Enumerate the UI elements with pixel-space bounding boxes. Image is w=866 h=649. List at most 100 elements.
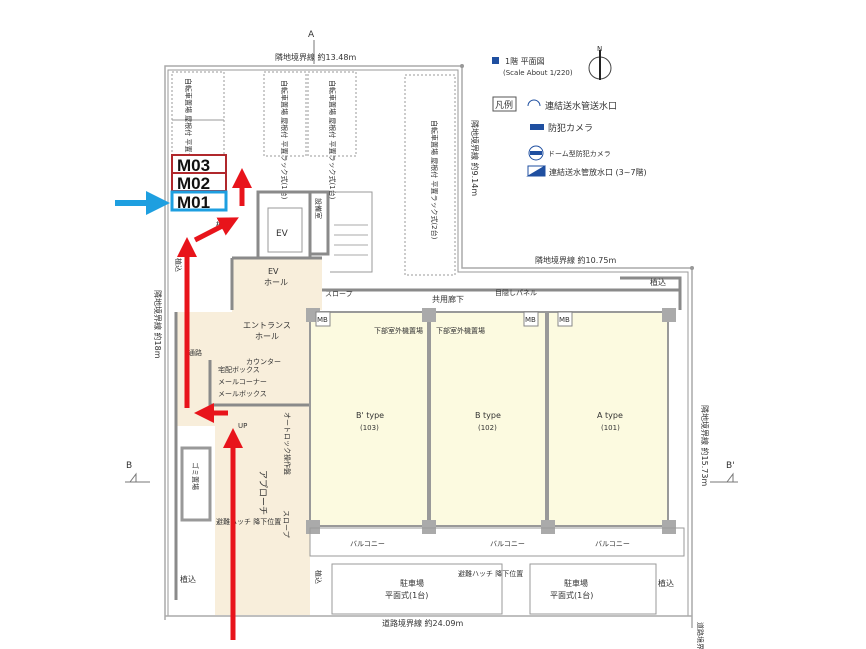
- dome-camera-icon: [528, 145, 544, 161]
- parking-label: 駐車場: [564, 578, 588, 588]
- equipment-room-label: 設備室: [314, 198, 323, 219]
- legend-heading: 凡例: [495, 99, 513, 111]
- marker-m03[interactable]: M03: [171, 154, 227, 175]
- unit-type-label: B type: [475, 411, 501, 420]
- north-arrow-icon: N: [588, 45, 612, 80]
- outdoor-unit-label-1: 下部室外機置場: [374, 326, 423, 335]
- slope-label-1: スロープ: [325, 290, 353, 298]
- passage-label: 通路: [188, 348, 202, 357]
- planting-label-4: 植込: [650, 277, 666, 287]
- entrance-label-1: エントランス: [243, 321, 291, 330]
- counter-label: カウンター: [246, 357, 281, 366]
- marker-m02[interactable]: M02: [171, 172, 227, 193]
- unit-number-label: (103): [360, 424, 379, 432]
- boundary-bottom-right-label: 道路境界: [696, 622, 705, 649]
- legend-item-label: ドーム型防犯カメラ: [548, 149, 611, 158]
- unit-103: B' type (103): [356, 411, 384, 432]
- mail-box-label: メールボックス: [218, 390, 267, 398]
- unit-type-label: A type: [597, 411, 623, 420]
- balconies: バルコニー バルコニー バルコニー 避難ハッチ 降下位置: [309, 527, 685, 578]
- section-b-prime-label: B': [726, 461, 735, 471]
- trash-label: ゴミ置場: [191, 462, 200, 490]
- planting-label-6: 植込: [658, 578, 674, 588]
- section-a-marker: A: [308, 30, 315, 64]
- mail-corner-label: メールコーナー: [218, 378, 267, 386]
- mb-box: MB: [315, 311, 331, 327]
- bike-mid2-label: 自転車置場 屋根付 平置ラック式(1台): [328, 80, 337, 200]
- units: MB MB MB 下部室外機置場 下部室外機置場 B' type (103) B…: [306, 308, 676, 534]
- parking-space-2: 駐車場 平面式(1台): [529, 563, 657, 615]
- bike-mid1-label: 自転車置場 屋根付 平置ラック式(1台): [280, 80, 289, 200]
- entrance-hall: エントランス ホール カウンター 宅配ボックス メールコーナー メールボックス …: [174, 312, 310, 600]
- planting-label-3: 植込: [180, 574, 196, 584]
- bike-left-label: 自転車置場 屋根付 平置ラック式 (○台): [184, 78, 193, 202]
- site-boundary: [164, 64, 694, 628]
- evac-hatch-label-1: 避難ハッチ 降下位置: [216, 517, 281, 526]
- approach-label: アプローチ: [257, 470, 268, 515]
- boundary-top-label: 隣地境界線 約13.48m: [275, 52, 356, 62]
- entrance-label-2: ホール: [255, 332, 279, 341]
- section-b-marker: B: [125, 461, 150, 483]
- corridor-label: 共用廊下: [432, 294, 464, 304]
- bike-parking-mid-1: 自転車置場 屋根付 平置ラック式(1台): [263, 71, 307, 200]
- legend: 1階 平面図 (Scale About 1/220) N 凡例 連結送水管送水口…: [492, 45, 647, 177]
- parking-type-label: 平面式(1台): [550, 590, 593, 600]
- north-label: N: [597, 45, 602, 53]
- marker-m01[interactable]: M01: [170, 190, 228, 212]
- legend-item-label: 連結送水管送水口: [545, 100, 617, 112]
- parking-label: 駐車場: [400, 578, 424, 588]
- section-a-label: A: [308, 30, 315, 40]
- up-label: UP: [238, 422, 247, 430]
- legend-heading-box: [492, 96, 517, 112]
- autolock-label: オートロック操作盤: [283, 412, 292, 475]
- unit-number-label: (102): [478, 424, 497, 432]
- mb-label-1: MB: [317, 316, 328, 324]
- boundary-left-label: 隣地境界線 約18m: [153, 290, 163, 359]
- section-b-label: B: [126, 461, 132, 471]
- camera-icon: [530, 124, 544, 130]
- water-inlet-icon: [527, 99, 541, 107]
- bike-parking-mid-2: 自転車置場 屋根付 平置ラック式(1台): [307, 71, 357, 200]
- marker-label: M03: [177, 156, 210, 175]
- ev-label: EV: [276, 229, 289, 239]
- building-core: EV 設備室 植込 EV ホール スロープ 植込: [174, 190, 373, 310]
- boundary-bottom-label: 道路境界線 約24.09m: [382, 618, 463, 628]
- common-areas: [176, 258, 322, 615]
- ev-hall-label-2: ホール: [264, 278, 288, 287]
- mb-label-3: MB: [559, 316, 570, 324]
- unit-102: B type (102): [475, 411, 501, 432]
- section-b-prime-marker: B': [710, 461, 738, 483]
- outdoor-unit-label-2: 下部室外機置場: [436, 326, 485, 335]
- planting-label-5: 植込: [314, 570, 323, 584]
- evac-hatch-label-2: 避難ハッチ 降下位置: [458, 569, 523, 578]
- boundary-right-label: 隣地境界線 約15.73m: [700, 405, 710, 486]
- marker-label: M01: [177, 193, 210, 212]
- slope-label-2: スロープ: [282, 510, 290, 538]
- bike-parking-right: 自転車置場 屋根付 平置ラック式(2台): [404, 74, 456, 276]
- marker-label: M02: [177, 174, 210, 193]
- legend-scale: (Scale About 1/220): [503, 69, 573, 77]
- unit-number-label: (101): [601, 424, 620, 432]
- parking-space-1: 駐車場 平面式(1台): [331, 563, 503, 615]
- balcony-label-3: バルコニー: [595, 540, 630, 548]
- mb-box: MB: [557, 311, 573, 327]
- planting-label-2: 植込: [174, 258, 183, 272]
- balcony-label-1: バルコニー: [350, 540, 385, 548]
- unit-type-label: B' type: [356, 411, 384, 420]
- legend-title: 1階 平面図: [505, 56, 545, 66]
- delivery-box-label: 宅配ボックス: [218, 365, 260, 374]
- boundary-right-upper-label: 隣地境界線 約9.14m: [470, 120, 480, 196]
- route-arrows: [177, 168, 252, 640]
- boundary-step-label: 隣地境界線 約10.75m: [535, 255, 616, 265]
- unit-101: A type (101): [597, 411, 623, 432]
- corridor-wall: [322, 276, 682, 310]
- legend-item-label: 連結送水管放水口 (3~7階): [549, 167, 647, 177]
- ev-hall-label-1: EV: [268, 267, 279, 276]
- parking-type-label: 平面式(1台): [385, 590, 428, 600]
- legend-item-label: 防犯カメラ: [548, 122, 593, 134]
- mb-label-2: MB: [525, 316, 536, 324]
- mb-box: MB: [523, 311, 539, 327]
- legend-square-icon: [492, 57, 499, 64]
